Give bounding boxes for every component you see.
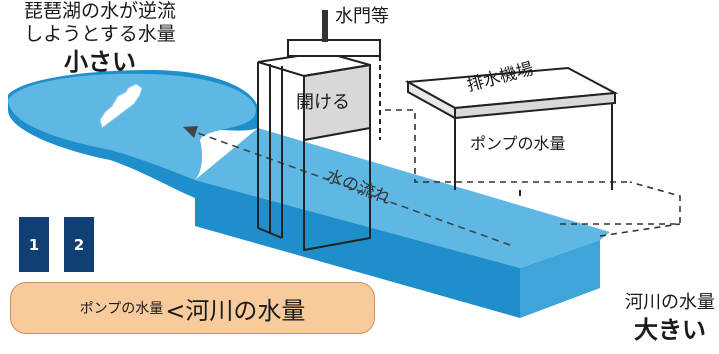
flow-arrow xyxy=(183,126,511,246)
comparison-pump-volume: ポンプの水量 xyxy=(79,301,164,317)
lake-backflow-line2: しようとする水量 xyxy=(24,22,176,45)
river-volume-emphasis: 大きい xyxy=(634,315,706,344)
river-channel xyxy=(195,128,610,318)
river-volume-text: 河川の水量 xyxy=(625,292,715,313)
gate-action-label: 開ける xyxy=(296,92,350,113)
lake-backflow-label: 琵琶湖の水が逆流 しようとする水量 小さい xyxy=(0,0,200,76)
pump-volume-label: ポンプの水量 xyxy=(470,134,566,153)
pump-pipes xyxy=(385,109,681,237)
step-tag-1: 1 xyxy=(19,217,49,272)
comparison-river-volume: <河川の水量 xyxy=(165,296,306,325)
lake-backflow-line1: 琵琶湖の水が逆流 xyxy=(23,0,176,22)
pump-station-building xyxy=(404,66,619,196)
lake-backflow-emphasis: 小さい xyxy=(64,47,136,76)
sluice-gate xyxy=(257,10,381,252)
step-tag-2: 2 xyxy=(64,217,94,272)
river-volume-label: 河川の水量 大きい xyxy=(625,292,715,344)
volume-comparison-box: ポンプの水量 <河川の水量 xyxy=(10,282,375,334)
gate-label: 水門等 xyxy=(335,6,389,27)
lake-shape xyxy=(8,70,258,198)
